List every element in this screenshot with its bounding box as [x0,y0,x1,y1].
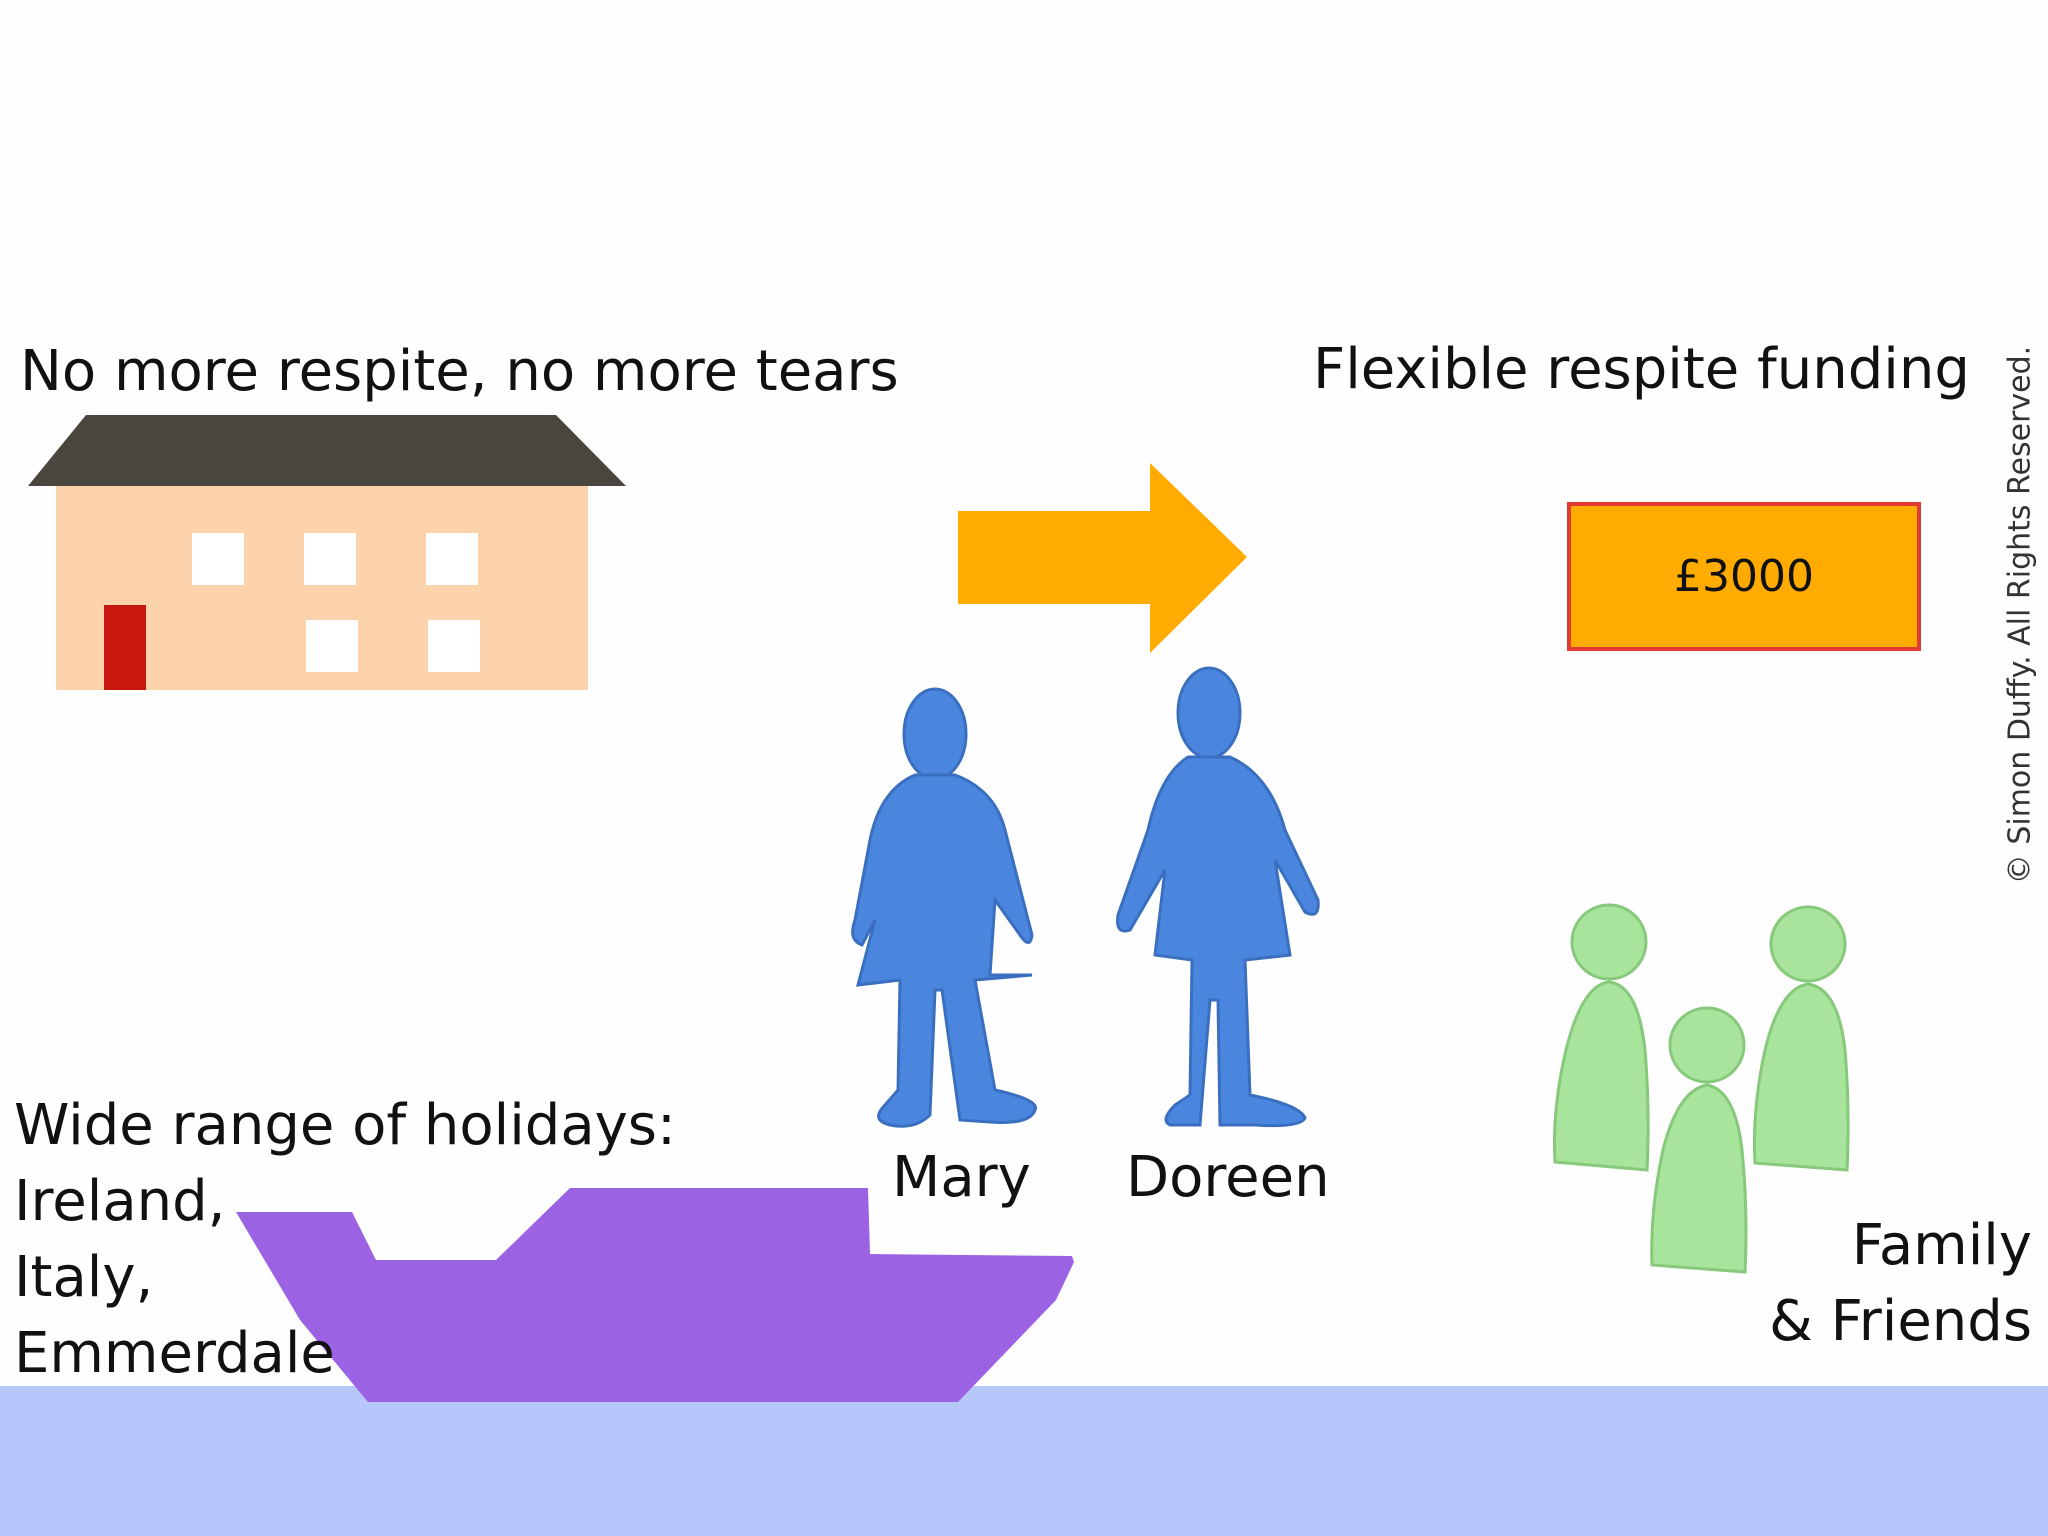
copyright-notice: © Simon Duffy. All Rights Reserved. [2002,345,2038,885]
family-label-line-1: Family [1851,1213,2032,1278]
person-icon-doreen [1116,666,1320,1128]
right-title: Flexible respite funding [1313,337,1970,402]
holiday-destination: Emmerdale [14,1321,335,1386]
left-title: No more respite, no more tears [20,339,899,404]
arrow-right-icon [958,463,1247,653]
funding-amount: £3000 [1674,551,1814,602]
holiday-destination: Italy, [14,1245,154,1310]
holidays-text: Wide range of holidays: Ireland, Italy, … [14,1088,676,1392]
family-friends-label: Family & Friends [1769,1208,2032,1360]
person-label-mary: Mary [892,1145,1031,1210]
water-icon [0,1386,2048,1536]
funding-amount-box: £3000 [1567,502,1921,651]
holiday-destination: Ireland, [14,1169,226,1234]
door [104,605,146,690]
boat-icon [236,1188,1074,1402]
family-label-line-2: & Friends [1769,1289,2032,1354]
person-label-doreen: Doreen [1126,1145,1330,1210]
holidays-heading: Wide range of holidays: [14,1093,676,1158]
house-icon [28,415,626,690]
person-icon-mary [851,687,1037,1128]
people-group-icon [1552,903,1850,1274]
